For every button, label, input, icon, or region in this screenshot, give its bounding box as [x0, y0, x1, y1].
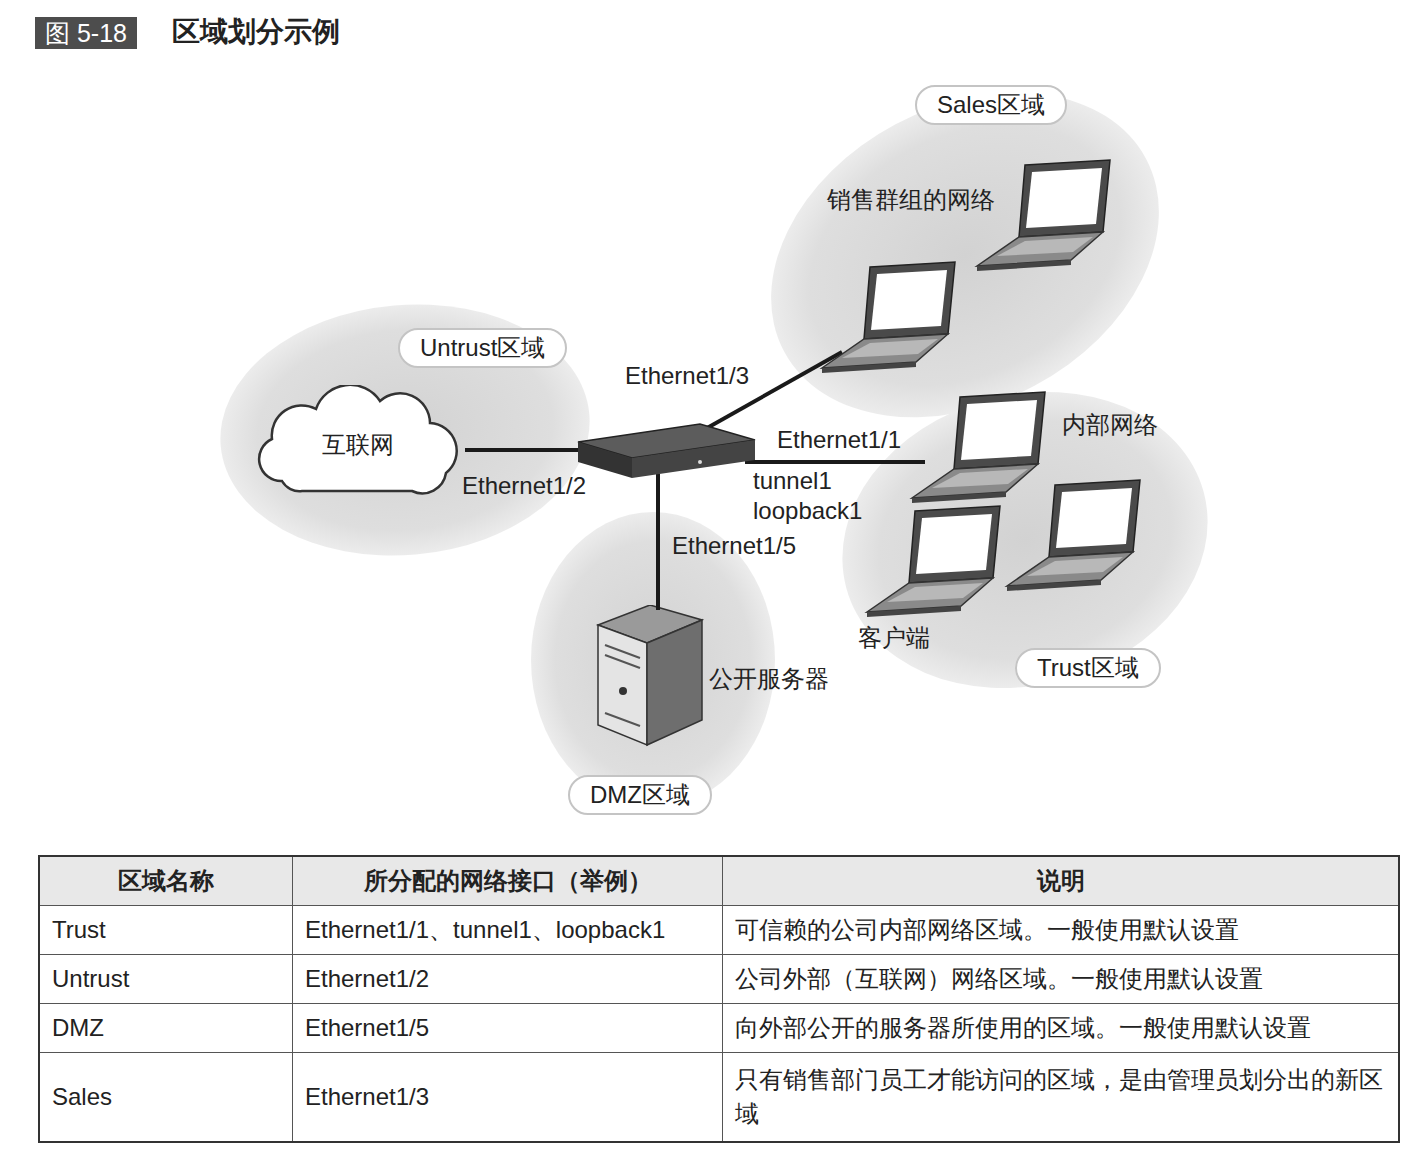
- table-header-row: 区域名称 所分配的网络接口（举例） 说明: [39, 856, 1399, 906]
- table-cell: 公司外部（互联网）网络区域。一般使用默认设置: [723, 955, 1400, 1004]
- figure-number: 图 5-18: [45, 17, 127, 50]
- label-holder: 客户端: [858, 624, 930, 652]
- label-holder: Ethernet1/1: [777, 426, 901, 454]
- label-holder: Ethernet1/2: [462, 472, 586, 500]
- table-row: Trust Ethernet1/1、tunnel1、loopback1 可信赖的公司…: [39, 906, 1399, 955]
- zone-region: Sales区域: [755, 80, 1175, 420]
- cell-text: Ethernet1/5: [305, 1014, 429, 1041]
- cell-text: Trust: [52, 916, 106, 943]
- zone-label-holder: Trust区域: [1015, 648, 1163, 688]
- table-row: Sales Ethernet1/3 只有销售部门员工才能访问的区域，是由管理员划分出…: [39, 1053, 1399, 1143]
- server-slot: [605, 655, 640, 668]
- cell-text: 说明: [1037, 867, 1085, 894]
- table-header-cell: 所分配的网络接口（举例）: [293, 856, 723, 906]
- label-holder: tunnel1: [753, 467, 832, 495]
- laptop-icons: [822, 160, 1140, 617]
- laptop-icon: [867, 506, 1000, 617]
- table-cell: 只有销售部门员工才能访问的区域，是由管理员划分出的新区域: [723, 1053, 1400, 1143]
- table-cell: Ethernet1/1、tunnel1、loopback1: [293, 906, 723, 955]
- wire: [656, 474, 660, 610]
- cell-text: 可信赖的公司内部网络区域。一般使用默认设置: [735, 916, 1239, 943]
- zone-name-pill: Untrust区域: [398, 328, 567, 368]
- zone-label-holder: Untrust区域: [398, 328, 570, 368]
- diagram-label: Ethernet1/2: [462, 472, 586, 499]
- server-node: 公开服务器: [595, 605, 865, 750]
- zone-label-holder: DMZ区域: [568, 775, 714, 815]
- diagram-label: 客户端: [858, 624, 930, 651]
- server-button: [619, 687, 627, 695]
- wire: [745, 460, 925, 464]
- cell-text: 区域名称: [118, 867, 214, 894]
- server-label: 公开服务器: [709, 665, 829, 692]
- table-cell: Ethernet1/2: [293, 955, 723, 1004]
- table-cell: Ethernet1/3: [293, 1053, 723, 1143]
- cell-text: 只有销售部门员工才能访问的区域，是由管理员划分出的新区域: [735, 1066, 1383, 1127]
- label-holder: loopback1: [753, 497, 862, 525]
- table-cell: 向外部公开的服务器所使用的区域。一般使用默认设置: [723, 1004, 1400, 1053]
- cell-text: 所分配的网络接口（举例）: [364, 867, 652, 894]
- table-row: DMZ Ethernet1/5 向外部公开的服务器所使用的区域。一般使用默认设置: [39, 1004, 1399, 1053]
- diagram-label: 内部网络: [1062, 411, 1158, 438]
- server-side: [647, 620, 702, 745]
- table-cell: Ethernet1/5: [293, 1004, 723, 1053]
- diagram-label: loopback1: [753, 497, 862, 524]
- cell-text: Ethernet1/3: [305, 1083, 429, 1110]
- cloud-label: 互联网: [322, 429, 394, 461]
- diagram-label: tunnel1: [753, 467, 832, 494]
- server-icon: [595, 605, 705, 750]
- diagram-label: Ethernet1/5: [672, 532, 796, 559]
- server-slot: [605, 713, 640, 726]
- label-holder: 内部网络: [1062, 411, 1158, 439]
- cell-text: 向外部公开的服务器所使用的区域。一般使用默认设置: [735, 1014, 1311, 1041]
- zone-ellipse: [755, 80, 1175, 420]
- diagram-label: 销售群组的网络: [827, 186, 995, 213]
- cell-text: Ethernet1/2: [305, 965, 429, 992]
- wire: [465, 448, 582, 452]
- firewall-device: [578, 424, 755, 478]
- zone-label-holder: Sales区域: [915, 85, 1070, 125]
- label-holder: 销售群组的网络: [827, 186, 995, 214]
- laptop-icon: [1007, 480, 1140, 591]
- table-row: Untrust Ethernet1/2 公司外部（互联网）网络区域。一般使用默认设置: [39, 955, 1399, 1004]
- cell-text: DMZ: [52, 1014, 104, 1041]
- laptop-icon: [912, 392, 1045, 503]
- cloud-outline: [259, 385, 457, 493]
- zone-name-pill: DMZ区域: [568, 775, 712, 815]
- zone-table: 区域名称 所分配的网络接口（举例） 说明 Trust Ethernet1/1、tunne…: [38, 855, 1400, 1143]
- cell-text: Untrust: [52, 965, 129, 992]
- table-header-cell: 区域名称: [39, 856, 293, 906]
- figure-title: 区域划分示例: [172, 16, 340, 47]
- table-header-cell: 说明: [723, 856, 1400, 906]
- label-holder: Ethernet1/3: [625, 362, 749, 390]
- figure-number-box: 图 5-18: [35, 17, 137, 49]
- internet-cloud: 互联网: [250, 385, 465, 500]
- table-cell: Sales: [39, 1053, 293, 1143]
- diagram-label: Ethernet1/3: [625, 362, 749, 389]
- zone-shape: [210, 289, 600, 570]
- zone-region: Untrust区域互联网: [215, 300, 600, 565]
- zone-name-pill: Sales区域: [915, 85, 1067, 125]
- diagram-label: Ethernet1/1: [777, 426, 901, 453]
- cell-text: Ethernet1/1、tunnel1、loopback1: [305, 916, 665, 943]
- figure-title-holder: 区域划分示例: [172, 14, 340, 50]
- laptop-icon: [977, 160, 1110, 271]
- table-cell: DMZ: [39, 1004, 293, 1053]
- zone-name-pill: Trust区域: [1015, 648, 1161, 688]
- zone-shape: [809, 352, 1241, 728]
- cell-text: 公司外部（互联网）网络区域。一般使用默认设置: [735, 965, 1263, 992]
- label-holder: Ethernet1/5: [672, 532, 796, 560]
- table-cell: Untrust: [39, 955, 293, 1004]
- cell-text: Sales: [52, 1083, 112, 1110]
- server-label-holder: 公开服务器: [709, 663, 829, 695]
- table-cell: Trust: [39, 906, 293, 955]
- laptop-icon: [822, 262, 955, 373]
- server-front: [598, 625, 647, 745]
- table-cell: 可信赖的公司内部网络区域。一般使用默认设置: [723, 906, 1400, 955]
